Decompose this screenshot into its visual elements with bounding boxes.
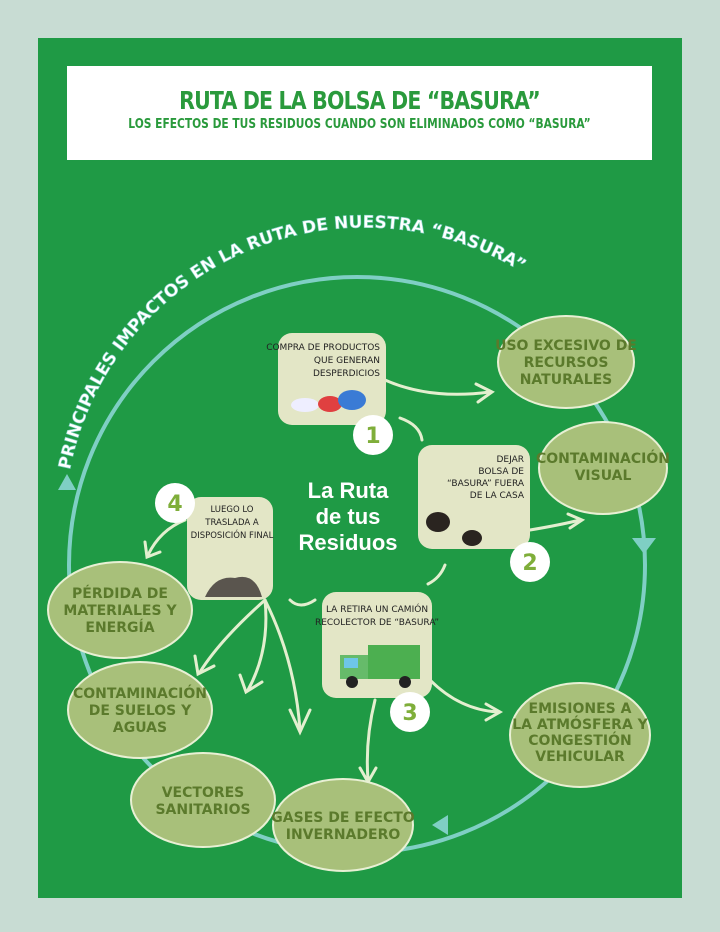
- flow-arrows: [143, 378, 586, 786]
- svg-text:3: 3: [402, 701, 417, 726]
- svg-text:2: 2: [522, 551, 537, 576]
- landfill-icon: [205, 576, 262, 597]
- garbage-bag-icon: [426, 512, 482, 546]
- cycle-arrow-icon: [432, 815, 448, 835]
- step-number-badge: [510, 542, 550, 582]
- garbage-truck-icon: [340, 645, 420, 688]
- step-number-badge: [390, 692, 430, 732]
- cycle-arrow-icon: [58, 474, 76, 490]
- page-subtitle: LOS EFECTOS DE TUS RESIDUOS CUANDO SON E…: [128, 117, 591, 132]
- plastic-bags-icon: [291, 390, 366, 412]
- svg-text:1: 1: [365, 424, 380, 449]
- step-number-badge: [155, 483, 195, 523]
- cycle-arrow-icon: [632, 538, 656, 554]
- title-box: RUTA DE LA BOLSA DE “BASURA” LOS EFECTOS…: [67, 66, 652, 160]
- step-number-badge: [353, 415, 393, 455]
- svg-text:4: 4: [167, 492, 182, 517]
- page-title: RUTA DE LA BOLSA DE “BASURA”: [179, 86, 541, 115]
